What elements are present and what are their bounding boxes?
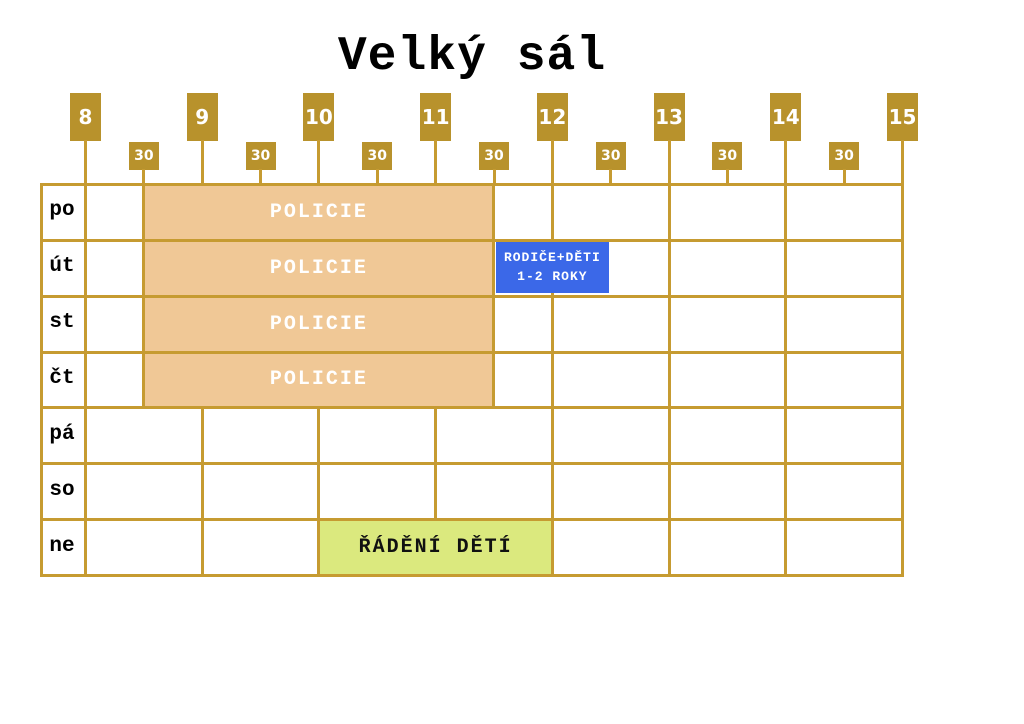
half-hour-tick-label: 30 xyxy=(479,142,509,170)
event-label: POLICIE xyxy=(269,256,368,280)
hour-tick-label: 9 xyxy=(186,93,218,141)
grid-vline xyxy=(784,183,788,577)
event-radeni: ŘÁDĚNÍ DĚTÍ xyxy=(317,518,554,577)
half-hour-tick-label: 30 xyxy=(829,142,860,170)
half-hour-tick-label: 30 xyxy=(128,142,159,170)
half-hour-tick-stem xyxy=(259,169,263,183)
day-label: st xyxy=(49,311,75,335)
day-label: pá xyxy=(49,422,75,446)
day-label: út xyxy=(49,255,75,279)
event-label: POLICIE xyxy=(269,200,368,224)
hour-tick-label: 13 xyxy=(653,93,685,141)
hour-tick-label: 15 xyxy=(887,93,918,141)
event-policie: POLICIE xyxy=(142,350,496,410)
day-label: po xyxy=(49,199,75,223)
hour-tick-stem xyxy=(317,140,321,183)
hour-tick-stem xyxy=(84,140,87,183)
event-label: ŘÁDĚNÍ DĚTÍ xyxy=(358,536,513,560)
hour-tick-label: 11 xyxy=(420,93,452,141)
hour-tick-stem xyxy=(667,140,671,183)
hour-tick-stem xyxy=(434,140,438,183)
day-label: čt xyxy=(49,366,75,390)
hour-tick-stem xyxy=(550,140,554,183)
grid-hline xyxy=(40,462,904,466)
page-title: Velký sál xyxy=(337,30,607,84)
event-rodice: RODIČE+DĚTI 1-2 ROKY xyxy=(495,241,610,293)
event-label: POLICIE xyxy=(269,312,368,336)
half-hour-tick-label: 30 xyxy=(712,142,743,170)
event-label: 1-2 ROKY xyxy=(517,269,588,285)
grid-vline xyxy=(667,183,671,577)
hour-tick-label: 14 xyxy=(770,93,802,141)
event-label: RODIČE+DĚTI xyxy=(503,249,601,265)
half-hour-tick-stem xyxy=(842,169,846,183)
half-hour-tick-stem xyxy=(142,169,146,183)
half-hour-tick-stem xyxy=(375,169,379,183)
day-label: so xyxy=(49,478,75,502)
hour-tick-label: 8 xyxy=(70,93,101,141)
half-hour-tick-label: 30 xyxy=(245,142,276,170)
half-hour-tick-label: 30 xyxy=(595,142,626,170)
event-label: POLICIE xyxy=(269,368,368,392)
event-policie: POLICIE xyxy=(142,183,496,242)
grid-vline xyxy=(84,183,87,577)
hour-tick-label: 12 xyxy=(536,93,568,141)
hour-tick-stem xyxy=(200,140,204,183)
day-label: ne xyxy=(49,534,75,558)
hour-tick-stem xyxy=(784,140,788,183)
event-policie: POLICIE xyxy=(142,294,496,354)
grid-vline xyxy=(550,183,554,577)
event-policie: POLICIE xyxy=(142,238,496,298)
hour-tick-stem xyxy=(901,140,904,183)
half-hour-tick-label: 30 xyxy=(362,142,393,170)
half-hour-tick-stem xyxy=(725,169,729,183)
hour-tick-label: 10 xyxy=(303,93,335,141)
half-hour-tick-stem xyxy=(609,169,613,183)
half-hour-tick-stem xyxy=(492,169,496,183)
